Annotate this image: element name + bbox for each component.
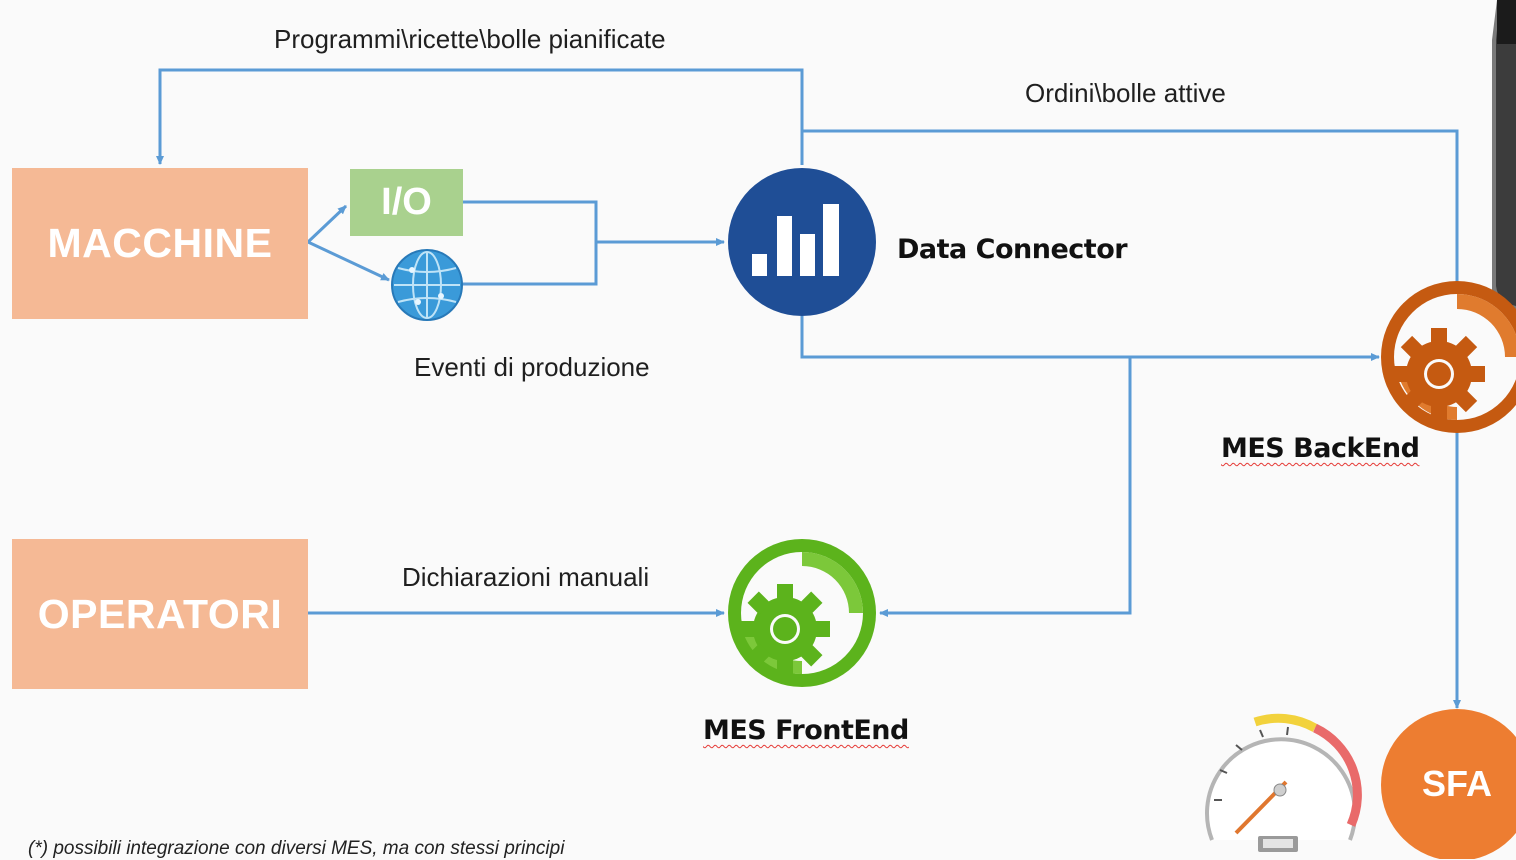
data-connector-label: Data Connector <box>897 234 1128 265</box>
macchine-box: MACCHINE <box>12 168 308 319</box>
sfa-label: SFA <box>1421 763 1492 804</box>
mes-backend-label: MES BackEnd <box>1221 433 1420 464</box>
eventi-label: Eventi di produzione <box>414 352 650 382</box>
dichiarazioni-label: Dichiarazioni manuali <box>402 562 650 592</box>
ordini-label: Ordini\bolle attive <box>1025 78 1226 108</box>
io-box: I/O <box>350 169 463 236</box>
operatori-box: OPERATORI <box>12 539 308 689</box>
programmi-label: Programmi\ricette\bolle pianificate <box>274 24 666 54</box>
footnote: (*) possibili integrazione con diversi M… <box>28 838 565 859</box>
mes-frontend-label: MES FrontEnd <box>703 715 909 746</box>
